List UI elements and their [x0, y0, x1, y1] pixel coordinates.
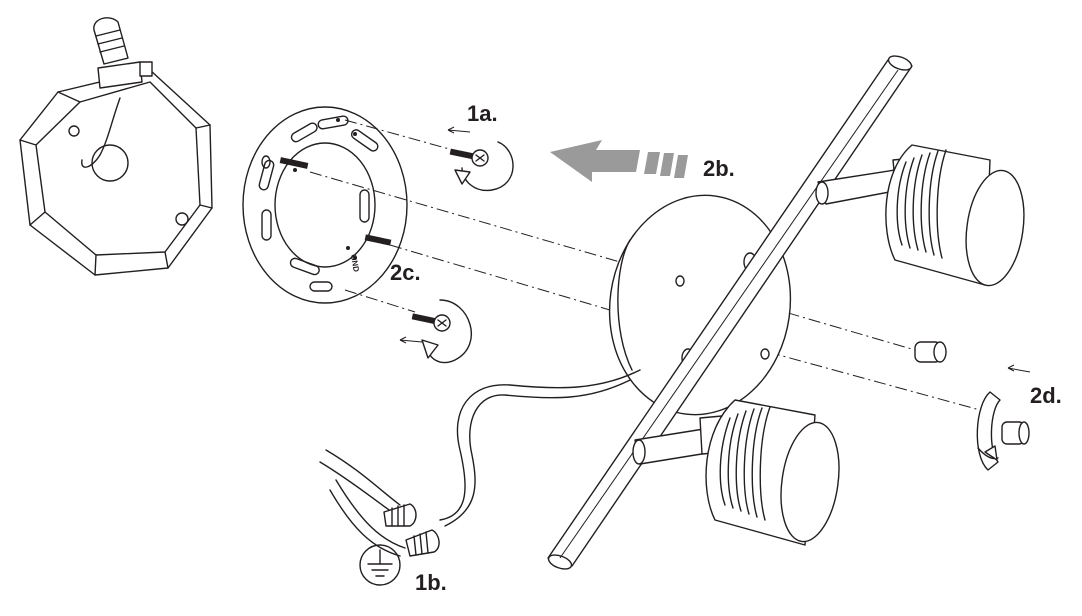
wire-nut-2 [405, 529, 440, 557]
mounting-stud-upper [279, 157, 309, 169]
label-step-1b: 1b. [415, 570, 447, 595]
direction-arrow-2b [550, 140, 688, 182]
wire-nut-1 [383, 503, 417, 527]
mounting-plate: GND [242, 106, 408, 304]
ground-symbol-icon [359, 544, 401, 586]
label-step-2c: 2c. [390, 260, 421, 285]
label-step-2d: 2d. [1030, 383, 1062, 408]
cap-nut [914, 341, 947, 363]
mounting-stud-lower [364, 234, 392, 246]
spotlight-upper [815, 144, 1025, 287]
screw-lower [399, 299, 473, 364]
spotlight-lower [632, 399, 840, 546]
alignment-lines [309, 119, 981, 411]
cable-conduit [93, 17, 153, 89]
canopy [608, 194, 792, 416]
junction-box [19, 17, 213, 276]
label-step-1a: 1a. [467, 101, 498, 126]
screw-1a [447, 126, 514, 192]
finial-knob [976, 364, 1031, 471]
wires [319, 369, 641, 557]
label-step-2b: 2b. [703, 156, 735, 181]
plate-marking-gnd: GND [349, 254, 361, 273]
